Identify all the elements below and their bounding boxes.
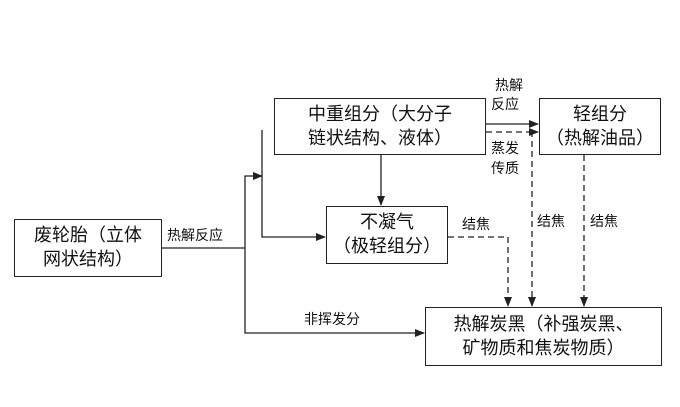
label-coking-medium: 结焦 — [537, 214, 565, 230]
node-waste-tire-line1: 废轮胎（立体 — [34, 225, 142, 246]
node-noncondensable: 不凝气 （极轻组分） — [326, 206, 448, 264]
edge-to-carbon — [244, 248, 425, 337]
label-coking-light: 结焦 — [590, 214, 618, 230]
node-medium-heavy-line1: 中重组分（大分子 — [308, 103, 452, 125]
node-light-line1: 轻组分 — [573, 103, 627, 125]
node-medium-heavy-line2: 链状结构、液体） — [308, 127, 452, 149]
node-medium-heavy: 中重组分（大分子 链状结构、液体） — [274, 98, 486, 155]
node-waste-tire-line2: 网状结构） — [43, 249, 133, 270]
label-pyrolysis: 热解反应 — [167, 228, 223, 244]
node-carbon-black-line1: 热解炭黑（补强炭黑、 — [453, 313, 634, 335]
edge-noncond-carbon — [448, 236, 512, 307]
edge-medium-noncond-left — [261, 130, 326, 241]
edge-to-medium — [244, 172, 263, 248]
label-evaporation-2: 传质 — [491, 161, 519, 177]
label-coking-noncond: 结焦 — [462, 217, 490, 233]
node-light: 轻组分 （热解油品） — [539, 98, 661, 155]
label-nonvolatile: 非挥发分 — [304, 312, 360, 328]
label-evaporation-1: 蒸发 — [491, 141, 519, 157]
node-carbon-black: 热解炭黑（补强炭黑、 矿物质和焦炭物质） — [425, 307, 662, 366]
label-pyrolysis-top-1: 热解 — [495, 78, 523, 94]
node-light-line2: （热解油品） — [546, 127, 654, 149]
node-carbon-black-line2: 矿物质和焦炭物质） — [462, 337, 625, 359]
node-waste-tire: 废轮胎（立体 网状结构） — [14, 219, 162, 277]
node-noncondensable-line1: 不凝气 — [360, 212, 414, 233]
node-noncondensable-line2: （极轻组分） — [333, 236, 441, 257]
label-pyrolysis-top-2: 反应 — [491, 97, 519, 113]
